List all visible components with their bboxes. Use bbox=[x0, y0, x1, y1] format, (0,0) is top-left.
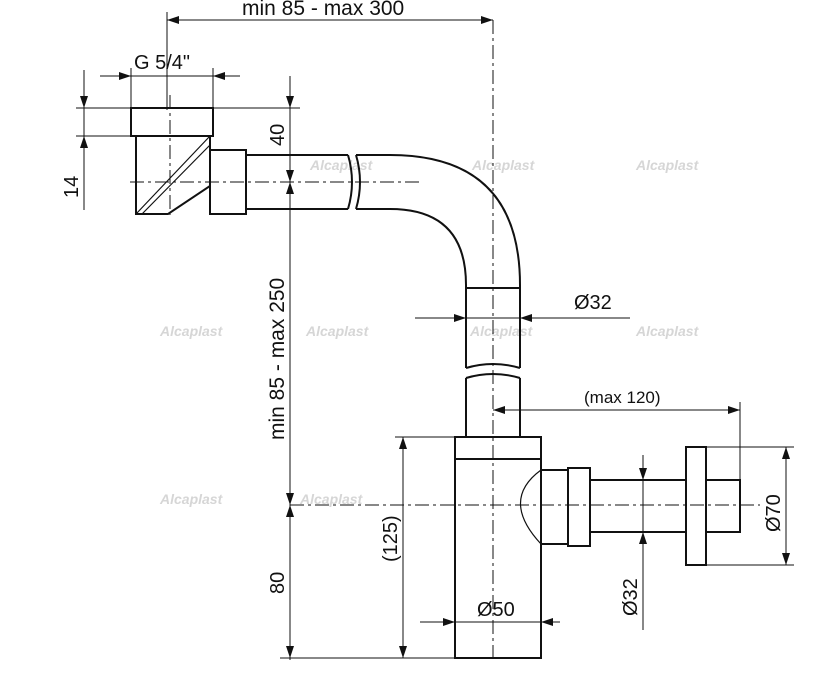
label-dia32-lower: Ø32 bbox=[620, 578, 642, 616]
arrow bbox=[639, 468, 647, 480]
arrow bbox=[119, 72, 131, 80]
label-thread: G 5/4" bbox=[134, 52, 190, 74]
arrow bbox=[782, 553, 790, 565]
arrow bbox=[443, 618, 455, 626]
watermark-5: Alcaplast bbox=[305, 323, 370, 339]
wall-rosette bbox=[685, 446, 707, 566]
upper-elbow-fitting bbox=[130, 107, 390, 215]
watermark-2: Alcaplast bbox=[471, 157, 536, 173]
label-dia70: Ø70 bbox=[763, 494, 785, 532]
center-lines bbox=[130, 20, 760, 660]
arrow bbox=[286, 96, 294, 108]
bend-inner bbox=[389, 208, 467, 286]
label-horizontal-range: min 85 - max 300 bbox=[242, 0, 404, 20]
bottle-siphon bbox=[454, 436, 741, 659]
pipe-break-left bbox=[347, 154, 353, 210]
watermark-7: Alcaplast bbox=[635, 323, 700, 339]
arrow bbox=[399, 437, 407, 449]
watermark-8: Alcaplast bbox=[159, 491, 224, 507]
siphon-top-nut bbox=[454, 436, 542, 460]
arrow bbox=[167, 16, 179, 24]
arrow bbox=[80, 136, 88, 148]
arrow bbox=[399, 646, 407, 658]
elbow-miter-line-2 bbox=[141, 144, 211, 215]
arrow bbox=[639, 532, 647, 544]
label-40: 40 bbox=[267, 124, 289, 146]
arrow bbox=[286, 646, 294, 658]
arrow bbox=[286, 182, 294, 194]
label-vertical-range: min 85 - max 250 bbox=[266, 278, 289, 440]
arrow bbox=[541, 618, 553, 626]
outlet-pipe bbox=[589, 479, 687, 533]
label-80: 80 bbox=[267, 572, 289, 594]
inlet-nut bbox=[130, 107, 214, 137]
watermark-9: Alcaplast bbox=[299, 491, 364, 507]
watermark-1: Alcaplast bbox=[309, 157, 374, 173]
outlet-socket bbox=[540, 469, 569, 545]
pipe-bend bbox=[389, 154, 521, 437]
pipe-segment bbox=[356, 154, 390, 210]
elbow-miter-line bbox=[135, 135, 211, 215]
arrow bbox=[782, 447, 790, 459]
outlet-nut bbox=[567, 467, 591, 547]
arrow bbox=[481, 16, 493, 24]
label-dia50: Ø50 bbox=[477, 599, 515, 621]
label-dia32-upper: Ø32 bbox=[574, 292, 612, 314]
arrow bbox=[286, 493, 294, 505]
label-125: (125) bbox=[380, 515, 402, 562]
dimension-lines bbox=[76, 12, 794, 660]
arrow bbox=[286, 505, 294, 517]
arrow bbox=[728, 406, 740, 414]
arrow bbox=[80, 96, 88, 108]
watermark-6: Alcaplast bbox=[469, 323, 534, 339]
label-max120: (max 120) bbox=[584, 388, 661, 407]
arrow bbox=[454, 314, 466, 322]
label-14: 14 bbox=[61, 176, 83, 198]
arrow bbox=[493, 406, 505, 414]
wall-pipe-end bbox=[705, 479, 741, 533]
vertical-pipe-lower bbox=[465, 378, 521, 437]
arrow bbox=[286, 170, 294, 182]
dimension-labels: min 85 - max 300 G 5/4" 14 40 min 85 - m… bbox=[61, 0, 785, 621]
outlet-curve bbox=[519, 469, 542, 545]
arrow bbox=[520, 314, 532, 322]
bend-outer bbox=[389, 154, 521, 286]
vertical-pipe-upper bbox=[465, 285, 521, 368]
siphon-body bbox=[454, 458, 542, 659]
horizontal-pipe bbox=[246, 154, 348, 210]
watermark-3: Alcaplast bbox=[635, 157, 700, 173]
arrow bbox=[213, 72, 225, 80]
watermark-4: Alcaplast bbox=[159, 323, 224, 339]
